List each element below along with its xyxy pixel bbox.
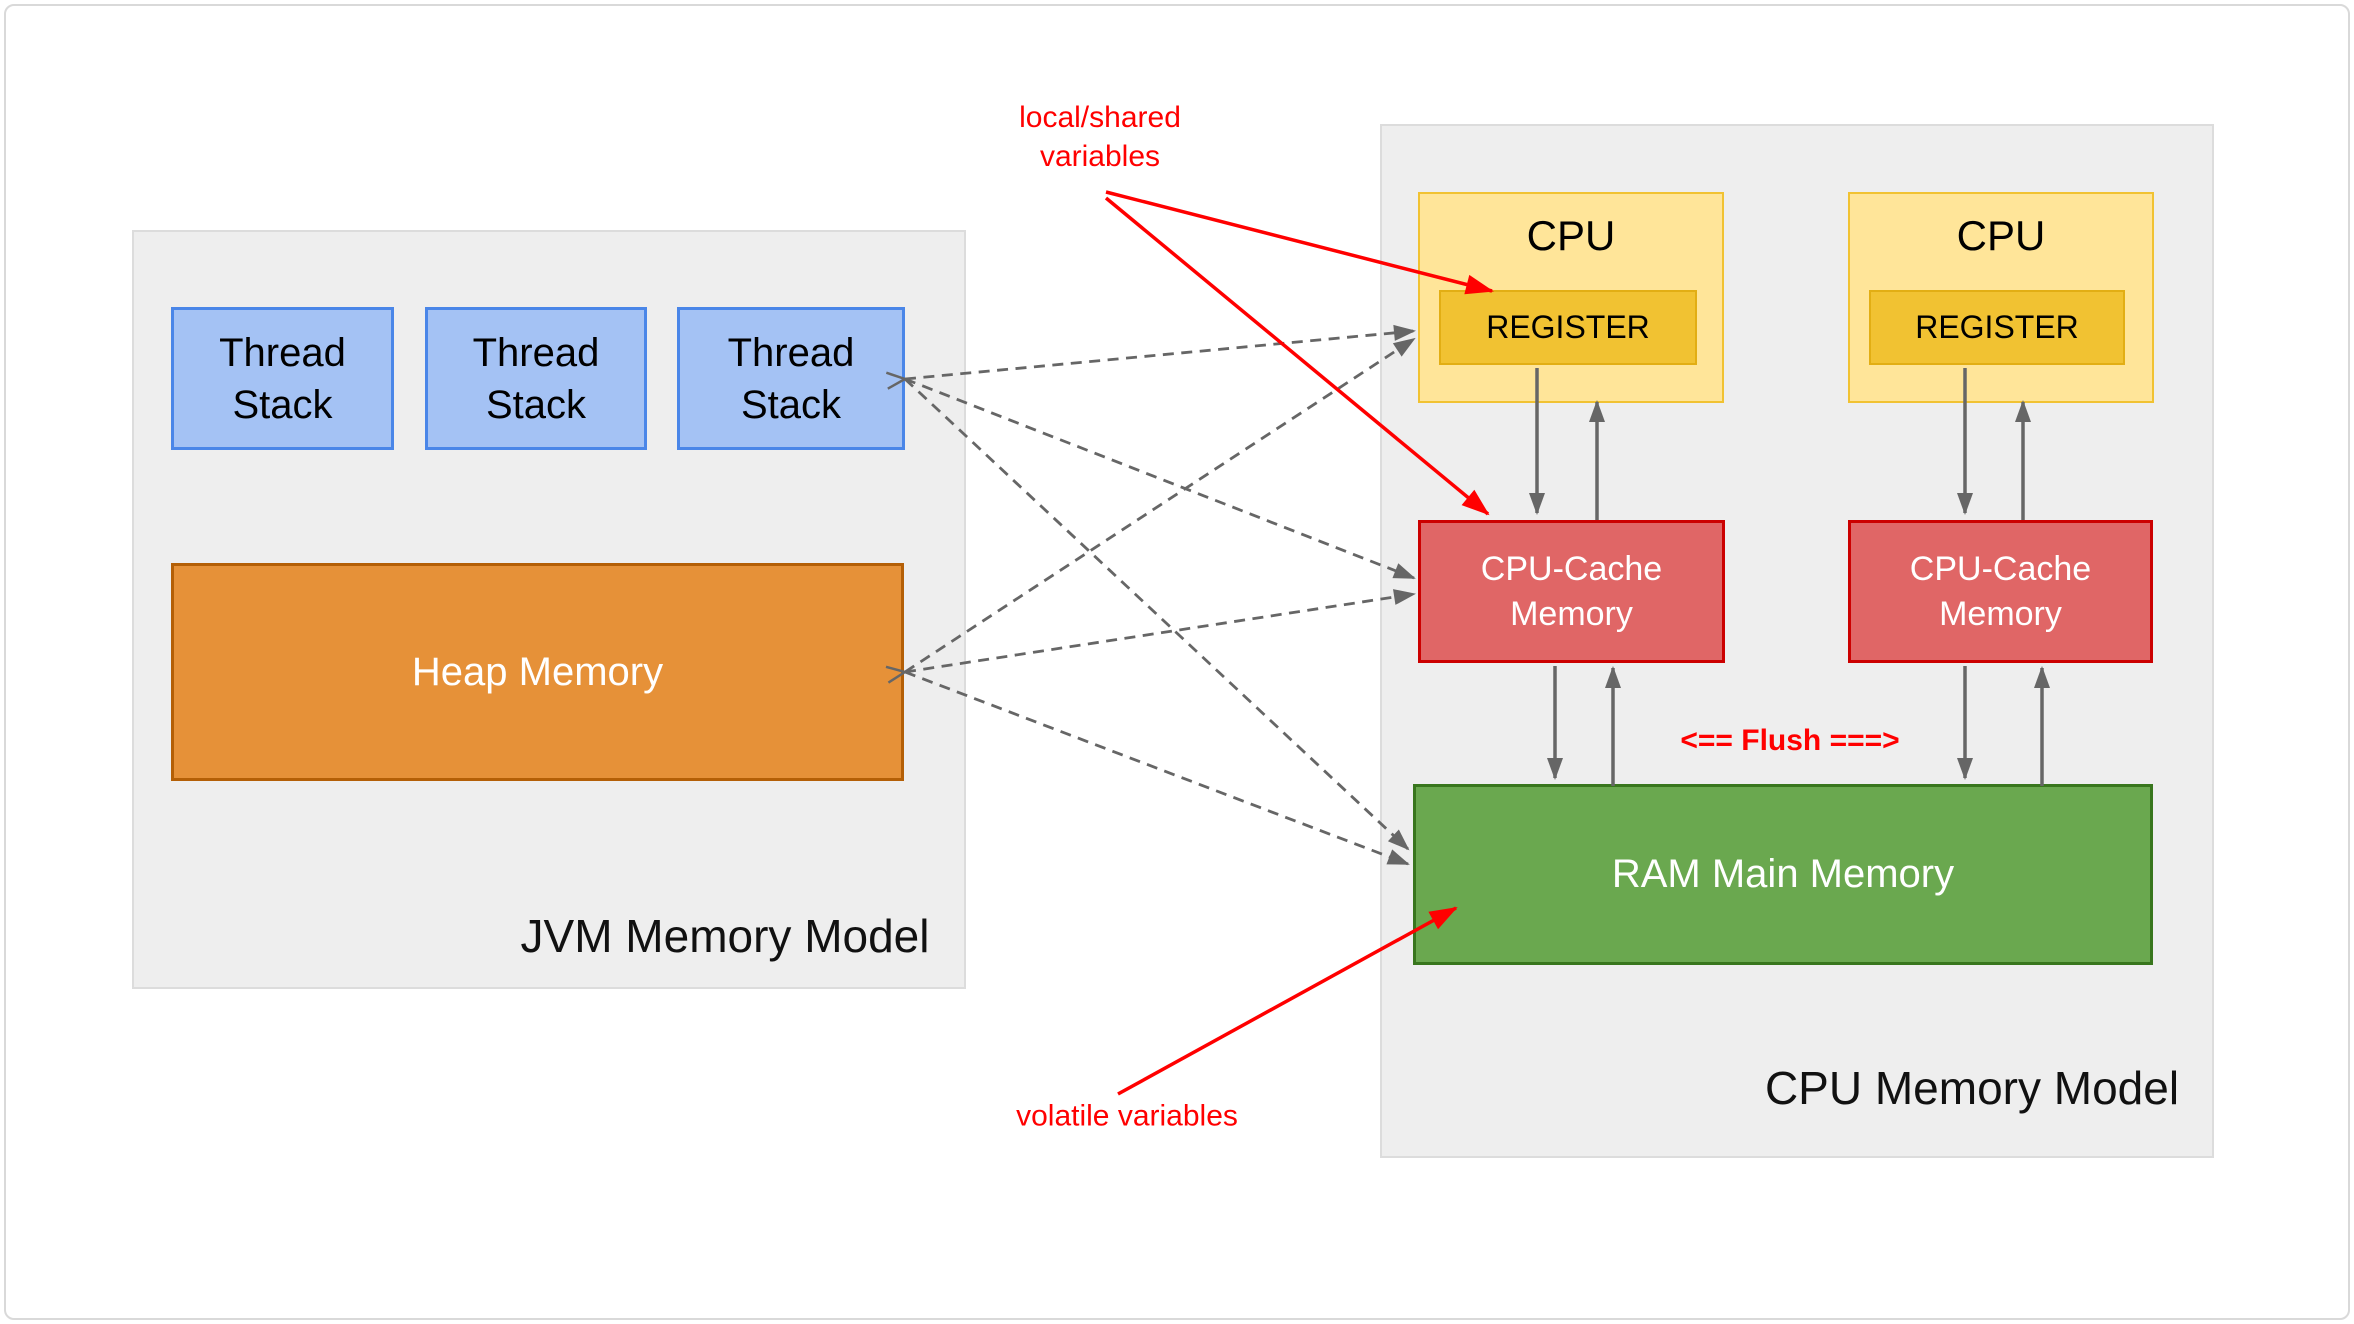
cpu-cache-2: CPU-Cache Memory bbox=[1848, 520, 2153, 663]
thread-stack-2: Thread Stack bbox=[425, 307, 647, 450]
cpu-cache-1: CPU-Cache Memory bbox=[1418, 520, 1725, 663]
dashed-edge-heap-ram bbox=[904, 670, 1410, 866]
dashed-edge-threadstack-register bbox=[885, 324, 1416, 390]
cpu-register-2: REGISTER bbox=[1869, 290, 2125, 365]
ram-main-memory: RAM Main Memory bbox=[1413, 784, 2153, 965]
cpu-1-label: CPU bbox=[1526, 212, 1616, 259]
flush-annotation: <== Flush ===> bbox=[1680, 724, 1900, 757]
cpu-cache-1-label: CPU-Cache Memory bbox=[1480, 549, 1663, 633]
cpu-register-1: REGISTER bbox=[1439, 290, 1697, 365]
local-shared-variables-note: local/shared variables bbox=[1019, 101, 1181, 173]
cpu-2-label: CPU bbox=[1956, 212, 2046, 259]
heap-memory: Heap Memory bbox=[171, 563, 904, 781]
dashed-edge-threadstack-cache bbox=[904, 377, 1416, 580]
thread-stack-1-label: Thread Stack bbox=[219, 330, 346, 427]
cpu-cache-2-label: CPU-Cache Memory bbox=[1909, 549, 2092, 633]
dashed-edge-heap-cache bbox=[885, 589, 1416, 684]
ram-main-memory-label: RAM Main Memory bbox=[1611, 852, 1955, 896]
volatile-variables-note: volatile variables bbox=[1016, 1099, 1238, 1133]
thread-stack-1: Thread Stack bbox=[171, 307, 394, 450]
thread-stack-3-label: Thread Stack bbox=[727, 330, 855, 427]
thread-stack-3: Thread Stack bbox=[677, 307, 905, 450]
jvm-memory-model-title: JVM Memory Model bbox=[520, 910, 930, 962]
cpu-memory-model-title: CPU Memory Model bbox=[1764, 1062, 2180, 1114]
dashed-edge-heap-register bbox=[904, 337, 1416, 674]
thread-stack-2-label: Thread Stack bbox=[472, 330, 600, 427]
cpu-register-2-label: REGISTER bbox=[1915, 309, 2079, 345]
heap-memory-label: Heap Memory bbox=[411, 649, 664, 694]
dashed-edge-threadstack-ram bbox=[904, 377, 1410, 851]
cpu-register-1-label: REGISTER bbox=[1486, 309, 1650, 345]
